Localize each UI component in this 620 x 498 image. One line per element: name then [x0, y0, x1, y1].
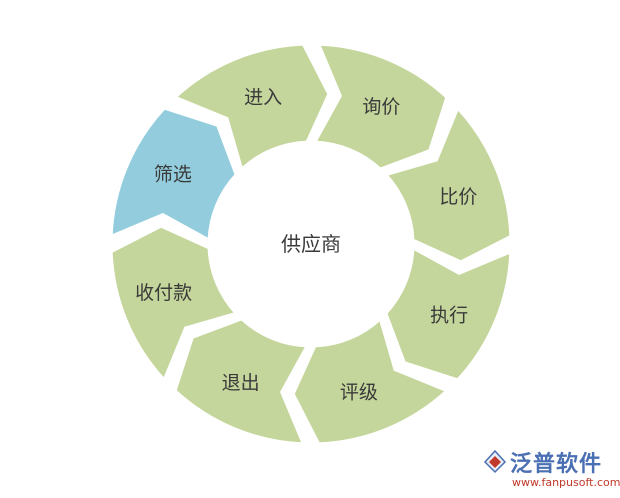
fanpu-logo-icon [483, 449, 507, 474]
cycle-segment [384, 245, 513, 382]
cycle-segment [173, 317, 310, 446]
segment-label: 评级 [340, 381, 378, 403]
watermark: 泛普软件 www.fanpusoft.com [482, 446, 620, 492]
center-circle [213, 146, 409, 342]
watermark-url: www.fanpusoft.com [512, 476, 620, 489]
segment-label: 比价 [439, 186, 477, 208]
center-label: 供应商 [281, 232, 341, 256]
segment-label: 筛选 [154, 164, 192, 186]
cycle-segment [109, 224, 239, 383]
segment-label: 询价 [362, 96, 400, 118]
cycle-segment [291, 316, 450, 446]
segment-label: 收付款 [135, 282, 192, 304]
watermark-brand: 泛普软件 [510, 452, 603, 477]
segment-label: 执行 [430, 304, 468, 326]
cycle-segment [383, 105, 513, 264]
cycle-segment [109, 106, 238, 243]
segment-label: 退出 [222, 372, 260, 394]
segment-label: 进入 [244, 87, 282, 109]
cycle-segment [312, 42, 449, 171]
cycle-segment [172, 42, 331, 172]
